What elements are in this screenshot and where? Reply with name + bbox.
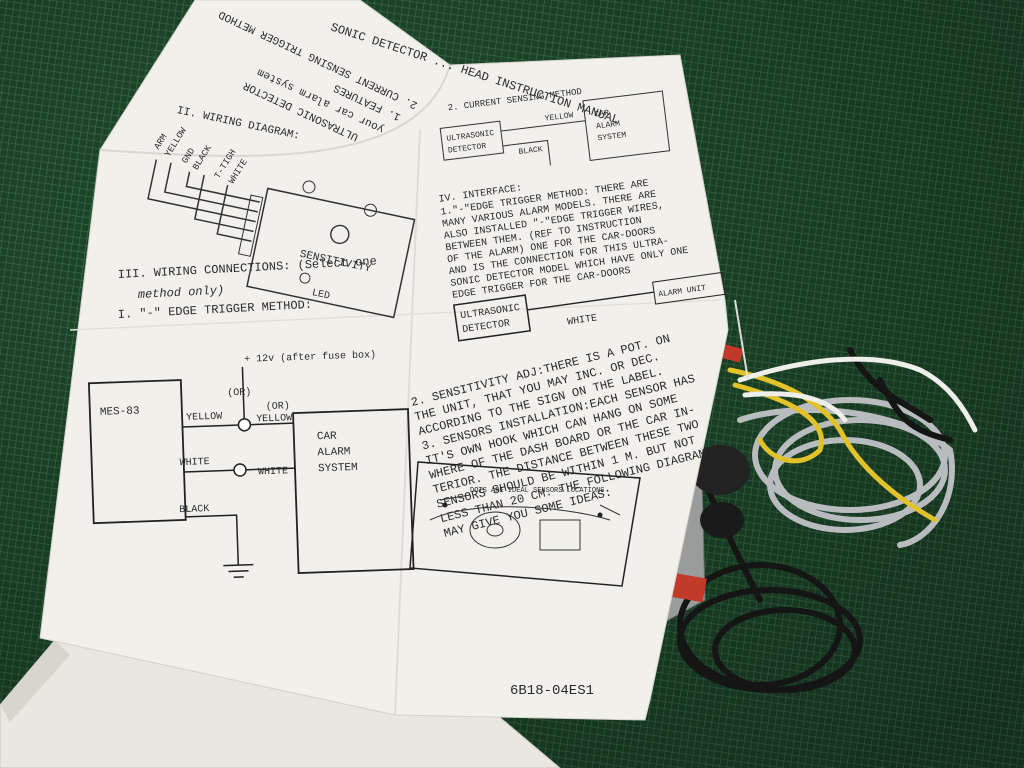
white-label-2: WHITE: [258, 466, 288, 478]
yellow-label-1: YELLOW: [186, 412, 222, 424]
dashboard-illustration: DOTS ARE IDEAL SENSORS LOCATIONS: [409, 461, 641, 587]
car-alarm-line-1: ALARM: [317, 446, 350, 459]
ground-icon: [223, 563, 254, 579]
interface-block: IV. INTERFACE: 1."-"EDGE TRIGGER METHOD:…: [438, 178, 689, 302]
small-black: BLACK: [518, 145, 543, 157]
white-label-3: WHITE: [567, 313, 598, 328]
sensor-icon-2: [363, 203, 377, 217]
dots-caption: DOTS ARE IDEAL SENSORS LOCATIONS: [470, 487, 604, 495]
connections-subtitle: method only): [137, 283, 224, 302]
black-label: BLACK: [179, 504, 209, 516]
mes-83-label: MES-83: [100, 405, 140, 418]
mes-83-box: [87, 379, 187, 525]
sensor-unit: [690, 445, 750, 495]
edge-trigger-schematic: MES-83 CAR ALARM SYSTEM + 12v (after fus…: [87, 349, 415, 579]
sensor-icon-1: [302, 180, 316, 194]
small-yellow: YELLOW: [544, 111, 574, 123]
yellow-white-wires: [727, 356, 978, 523]
small-alarm-0: CAR: [594, 109, 610, 120]
document-code: 6B18-04ES1: [510, 683, 594, 699]
small-alarm-1: ALARM: [596, 120, 621, 132]
fuse-label: + 12v (after fuse box): [244, 349, 376, 366]
car-alarm-line-2: SYSTEM: [318, 462, 358, 475]
detector-unit-outline: [246, 187, 416, 319]
white-label-1: WHITE: [180, 457, 210, 469]
yellow-label-2: YELLOW: [256, 413, 292, 425]
car-alarm-box: [292, 408, 415, 574]
small-alarm-2: SYSTEM: [597, 131, 627, 143]
led-label: LED: [311, 288, 331, 303]
or-label-1: (OR): [227, 387, 251, 400]
paper-body: [39, 0, 729, 721]
or-label-2: (OR): [266, 400, 290, 413]
car-alarm-line-0: CAR: [317, 431, 338, 444]
